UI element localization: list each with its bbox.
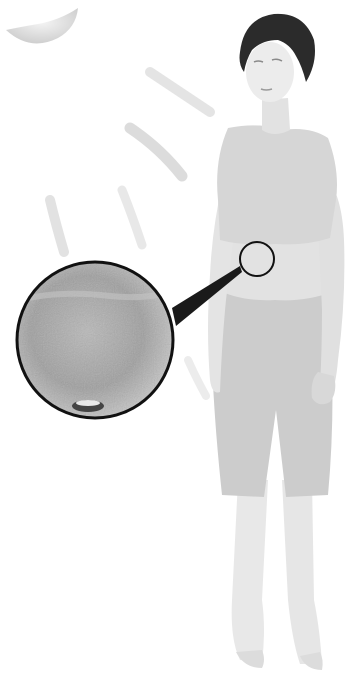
sun-ray [188, 360, 206, 396]
woman-figure [208, 14, 344, 670]
shirt [217, 125, 337, 244]
neck [262, 98, 290, 134]
face [246, 42, 294, 102]
sun-shape [6, 8, 78, 43]
sun-ray [150, 72, 210, 112]
sun-ray [50, 200, 64, 252]
magnifier-lens [17, 262, 175, 418]
left-leg [232, 480, 268, 662]
sun-ray [130, 128, 182, 176]
sun-ray [122, 190, 142, 245]
right-hand [312, 372, 336, 404]
right-leg [282, 480, 322, 664]
